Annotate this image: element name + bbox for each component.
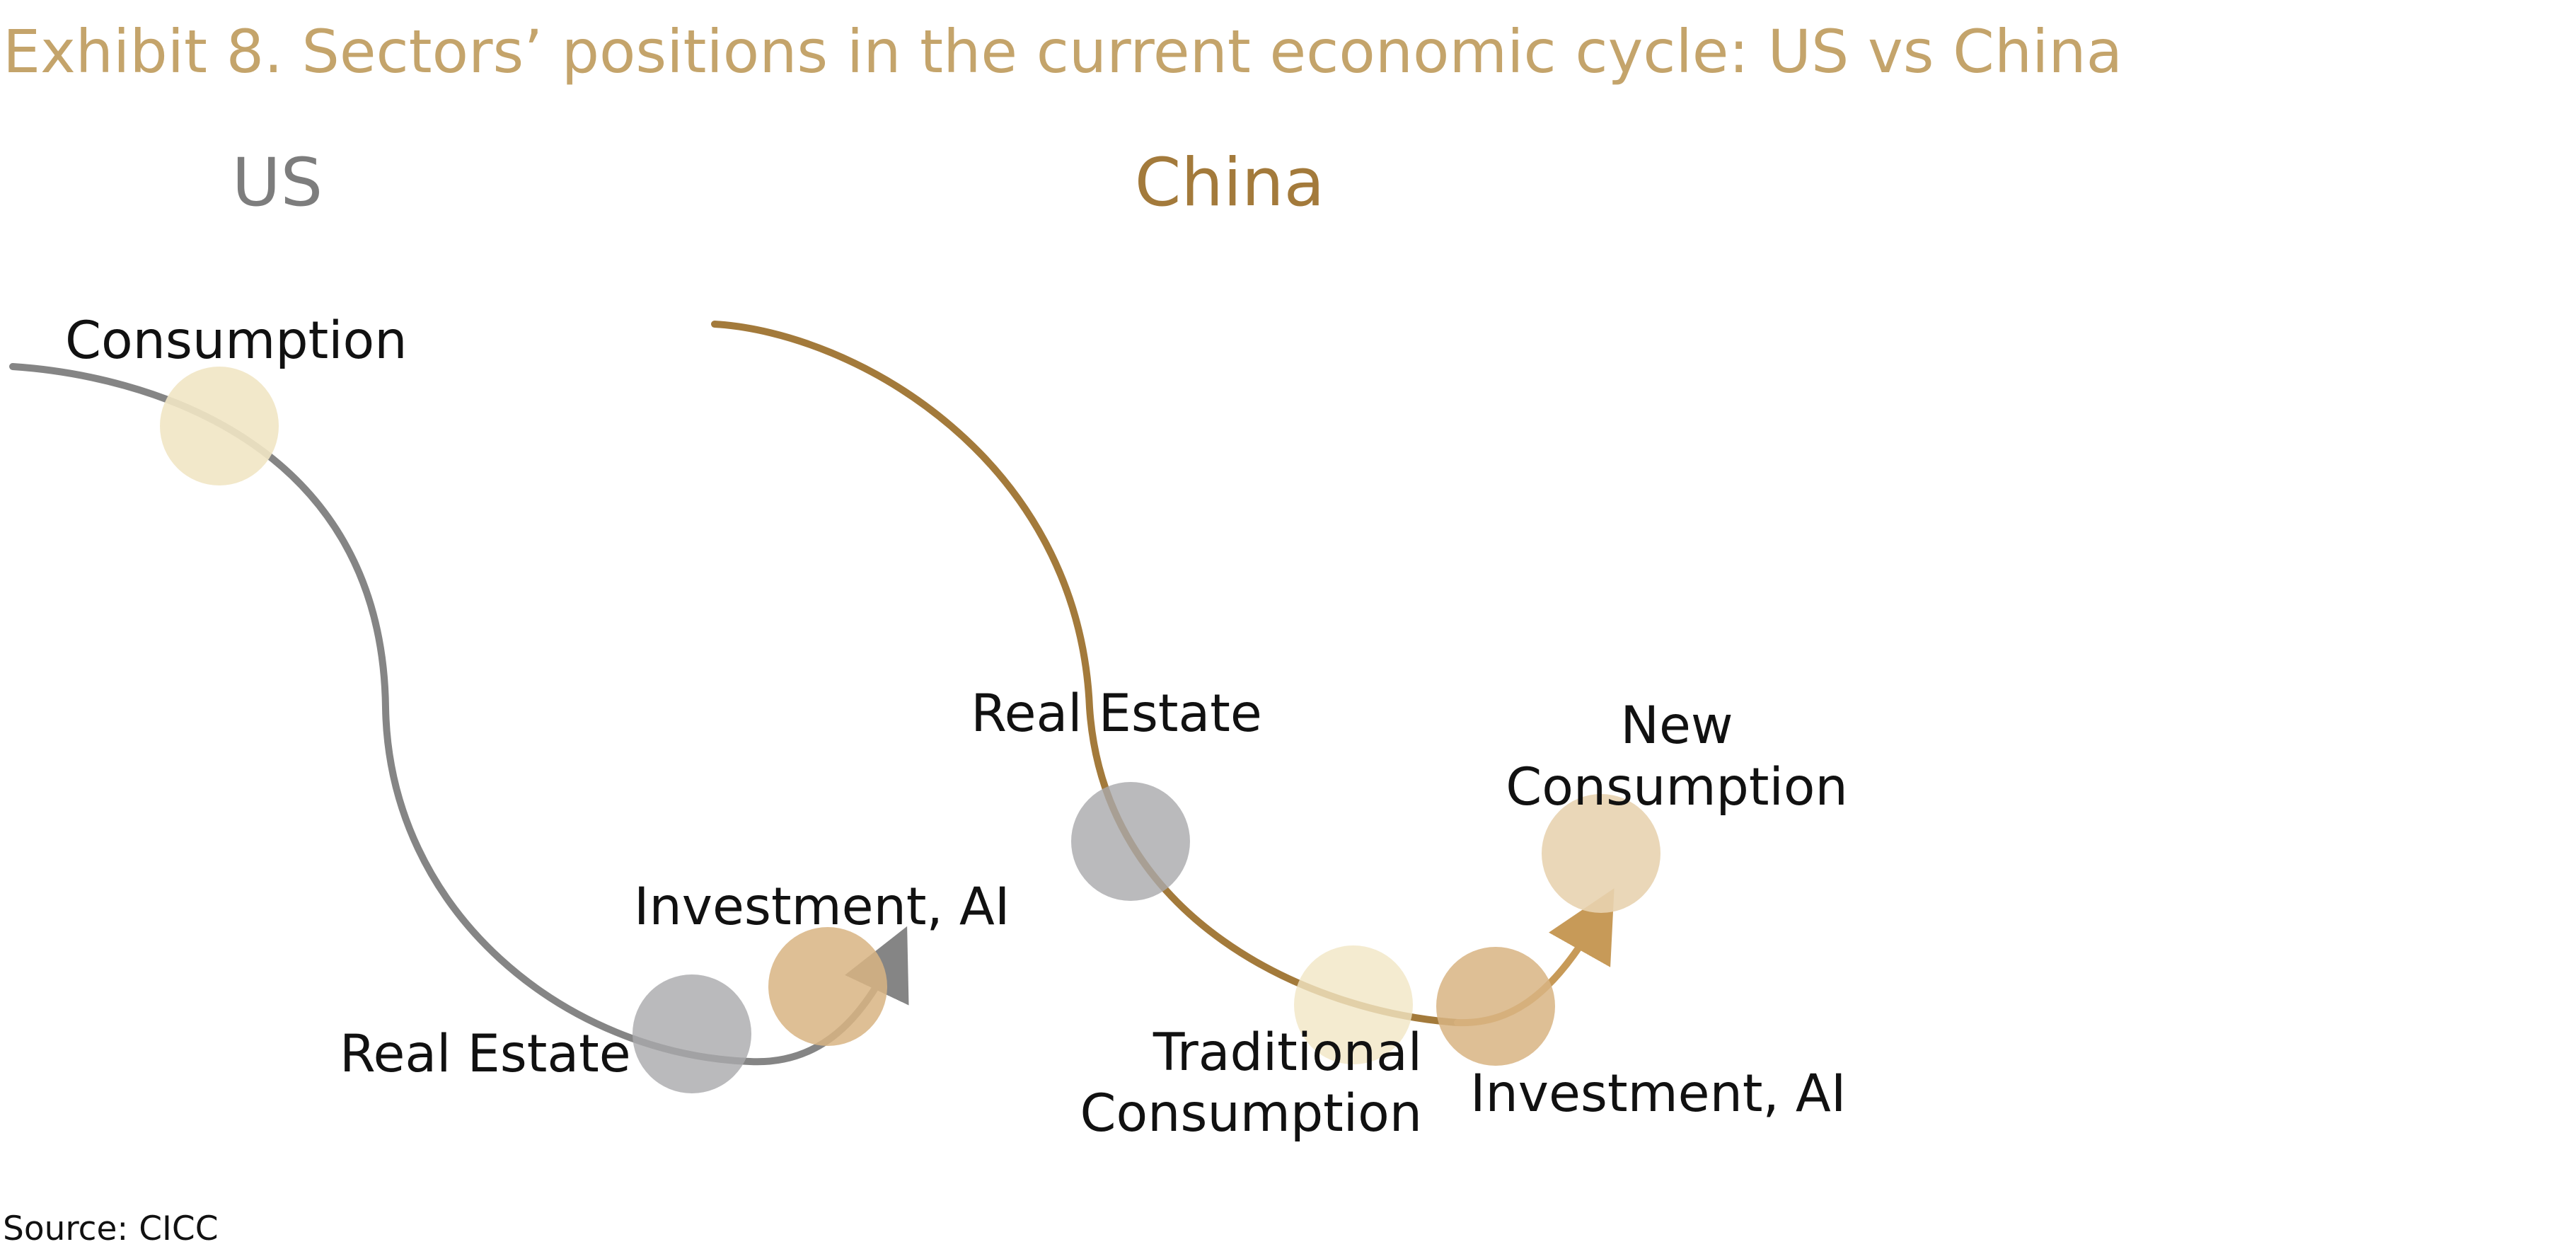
us-consumption-label: Consumption [65,311,407,371]
source-note: Source: CICC [3,1209,219,1248]
china-real-estate-bubble [1071,782,1190,901]
china-investment-ai-label: Investment, AI [1470,1064,1846,1124]
china-new-consumption-label-line1: New [1620,696,1733,756]
china-traditional-consumption-label-line1: Traditional [1153,1023,1422,1083]
china-investment-ai-bubble [1436,947,1555,1066]
us-panel: US Consumption Real Estate Investment, A… [9,144,1010,1093]
us-investment-ai-bubble [768,927,887,1046]
us-investment-ai-label: Investment, AI [634,877,1010,937]
exhibit-title: Exhibit 8. Sectors’ positions in the cur… [3,17,2122,86]
china-traditional-consumption-label-line2: Consumption [1080,1083,1422,1144]
us-consumption-bubble [160,367,279,485]
us-cycle-curve [9,363,909,1066]
us-real-estate-bubble [633,974,751,1093]
china-new-consumption-bubble [1542,794,1660,913]
china-panel: China Real Estate Traditional Consumptio… [711,144,1848,1144]
china-real-estate-label: Real Estate [971,684,1262,744]
china-new-consumption-label-line2: Consumption [1506,757,1847,817]
china-panel-title: China [1135,144,1325,222]
us-real-estate-label: Real Estate [340,1024,631,1084]
china-traditional-consumption-bubble [1294,945,1413,1064]
us-panel-title: US [232,144,323,222]
